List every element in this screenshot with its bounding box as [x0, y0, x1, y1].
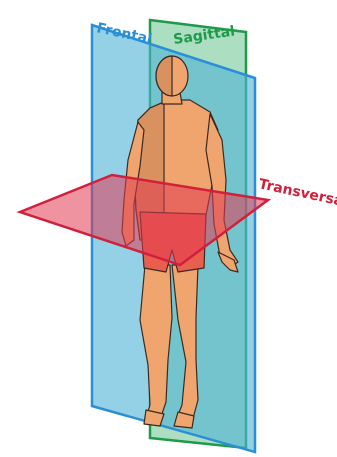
transversal-label: Transversal — [257, 176, 337, 211]
